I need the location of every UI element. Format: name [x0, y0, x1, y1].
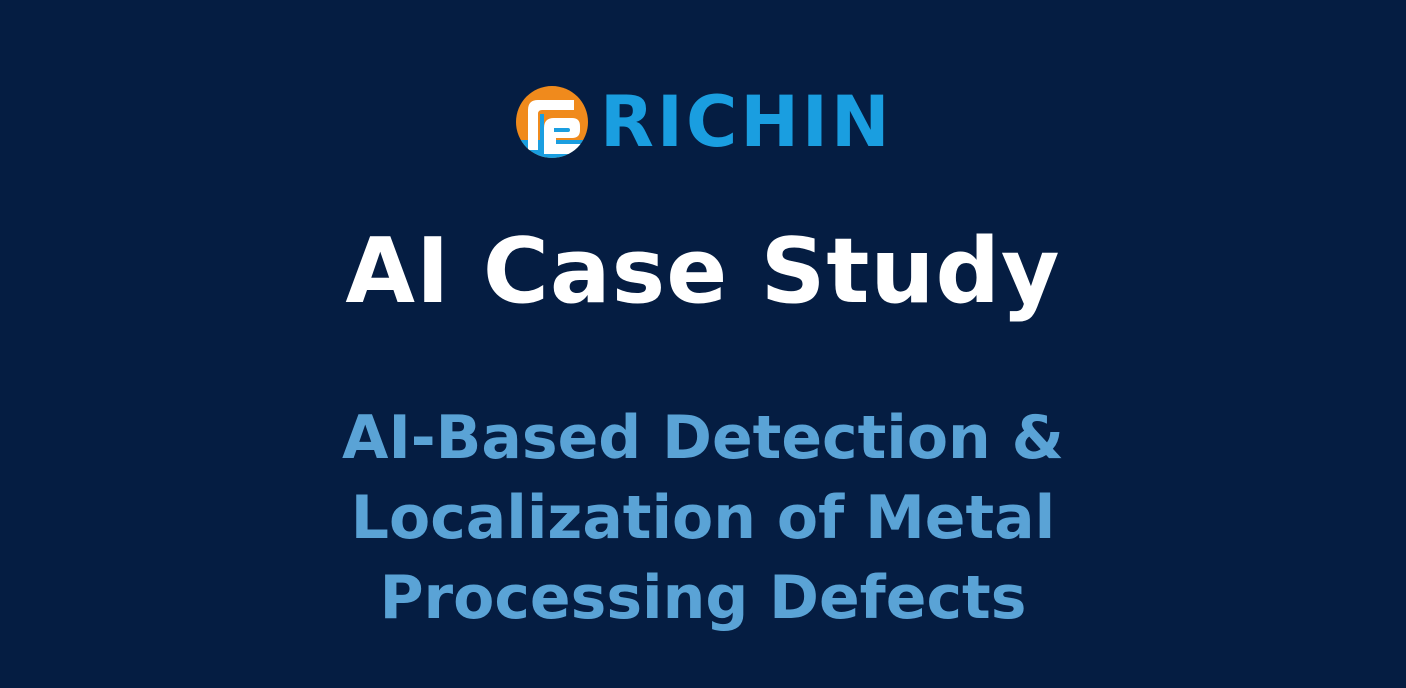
subtitle-line: Localization of Metal: [350, 483, 1056, 553]
subtitle-line: AI-Based Detection &: [342, 403, 1064, 473]
richin-logo-icon: [516, 86, 588, 158]
brand-logo: RICHIN: [514, 84, 893, 160]
subtitle-line: Processing Defects: [379, 563, 1027, 633]
page-title: AI Case Study: [345, 219, 1061, 324]
case-study-subtitle: AI-Based Detection & Localization of Met…: [0, 398, 1406, 638]
brand-wordmark: RICHIN: [600, 81, 893, 163]
